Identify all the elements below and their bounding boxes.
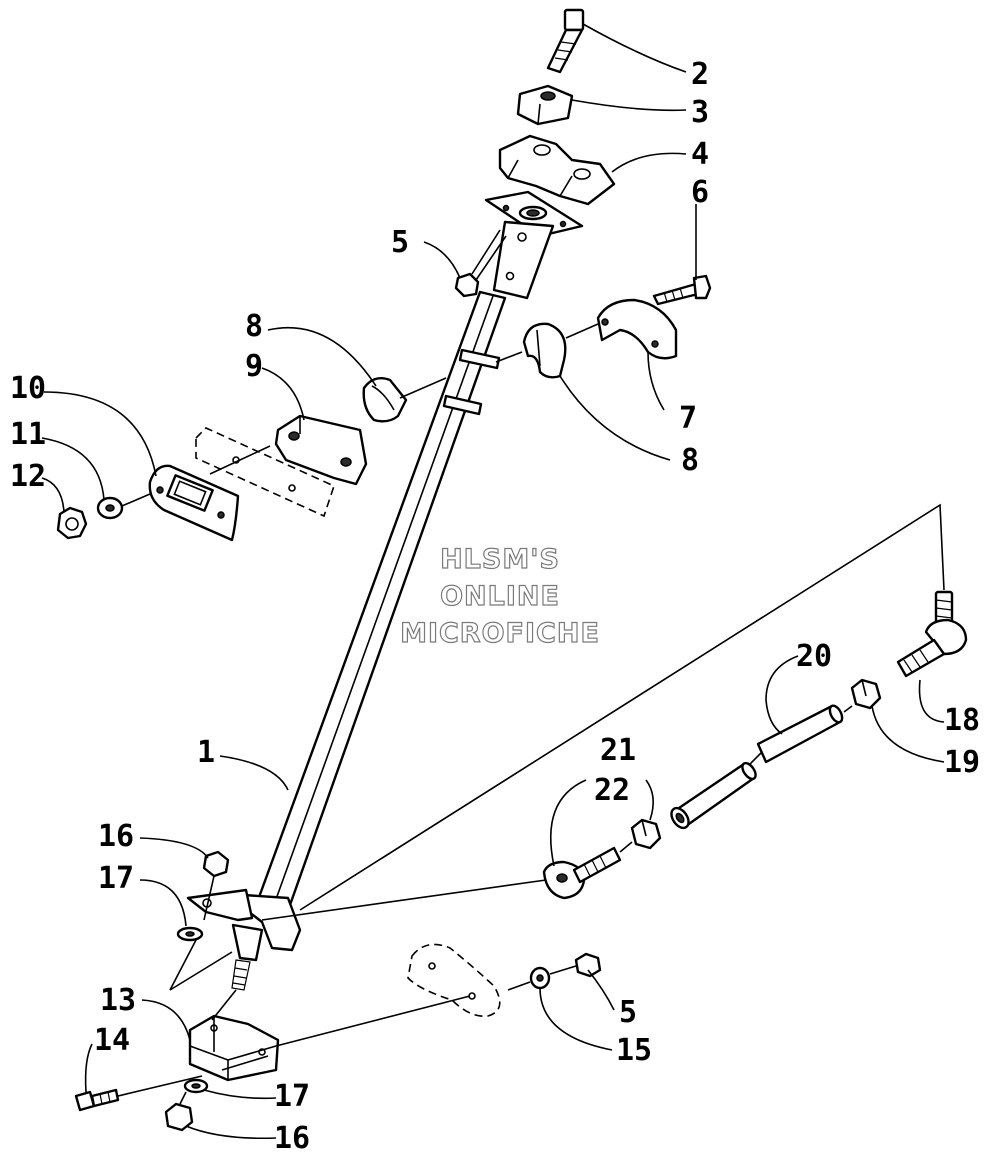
callout-17-lower: 17 — [274, 1079, 310, 1114]
callout-16-upper: 16 — [98, 819, 134, 854]
washer-11 — [96, 493, 151, 520]
callout-15: 15 — [616, 1033, 652, 1068]
handlebar-block-4 — [498, 134, 616, 206]
tie-rod-tube-20 — [670, 704, 853, 830]
callout-8-left: 8 — [245, 309, 263, 344]
washer-15 — [507, 966, 551, 991]
bolt-2 — [546, 8, 585, 74]
callout-13: 13 — [100, 983, 136, 1018]
callout-17-upper: 17 — [98, 861, 134, 896]
callout-20: 20 — [796, 639, 832, 674]
bolt-6 — [652, 274, 712, 306]
upper-cap-3 — [516, 84, 574, 126]
callout-11: 11 — [10, 417, 46, 452]
bracket-outline-dashed — [195, 427, 335, 518]
callout-labels: 2 3 4 6 5 8 9 7 10 11 8 12 20 18 1 21 19… — [10, 57, 980, 1156]
callout-6: 6 — [691, 175, 709, 210]
callout-9: 9 — [245, 349, 263, 384]
callout-7: 7 — [679, 401, 697, 436]
callout-10: 10 — [10, 371, 46, 406]
frame-outline-dashed — [407, 943, 501, 1017]
bushing-8-left — [362, 377, 447, 423]
callout-21: 21 — [600, 733, 636, 768]
callout-5-lower: 5 — [619, 995, 637, 1030]
bracket-13 — [188, 989, 471, 1082]
clamp-7 — [596, 298, 678, 360]
jam-nut-19 — [850, 678, 882, 710]
pitman-arm — [186, 888, 302, 991]
bushing-8-right — [495, 322, 599, 379]
nut-16-lower — [164, 1091, 194, 1132]
bolt-14 — [74, 1075, 203, 1112]
nut-5-upper — [454, 229, 507, 298]
watermark-line-2: ONLINE — [440, 581, 560, 612]
clamp-block-9 — [274, 414, 368, 486]
watermark-line-3: MICROFICHE — [400, 618, 600, 649]
callout-1: 1 — [197, 735, 215, 770]
callout-8-right: 8 — [681, 443, 699, 478]
callout-14: 14 — [94, 1023, 130, 1058]
callout-leaders — [41, 23, 945, 1140]
steering-post-shaft — [256, 290, 507, 907]
nut-5-lower — [549, 952, 602, 978]
nut-21 — [630, 818, 662, 850]
callout-19: 19 — [944, 745, 980, 780]
callout-12: 12 — [10, 459, 46, 494]
connection-leaders — [261, 503, 945, 921]
washer-17-upper — [176, 926, 204, 942]
callout-2: 2 — [691, 57, 709, 92]
upper-flange — [484, 190, 584, 300]
callout-4: 4 — [691, 137, 709, 172]
cross-leaders — [169, 939, 233, 991]
nut-12 — [56, 506, 88, 540]
callout-22: 22 — [594, 773, 630, 808]
callout-16-lower: 16 — [274, 1121, 310, 1156]
tie-rod-end-18 — [896, 590, 968, 678]
callout-3: 3 — [691, 95, 709, 130]
callout-18: 18 — [944, 703, 980, 738]
tie-rod-end-22 — [542, 846, 622, 900]
callout-5-upper: 5 — [391, 225, 409, 260]
watermark-line-1: HLSM'S — [440, 544, 560, 575]
watermark: HLSM'S ONLINE MICROFICHE — [399, 543, 600, 649]
washer-17-lower — [183, 1078, 209, 1094]
nut-16-upper — [202, 850, 230, 921]
plate-10 — [148, 464, 240, 542]
